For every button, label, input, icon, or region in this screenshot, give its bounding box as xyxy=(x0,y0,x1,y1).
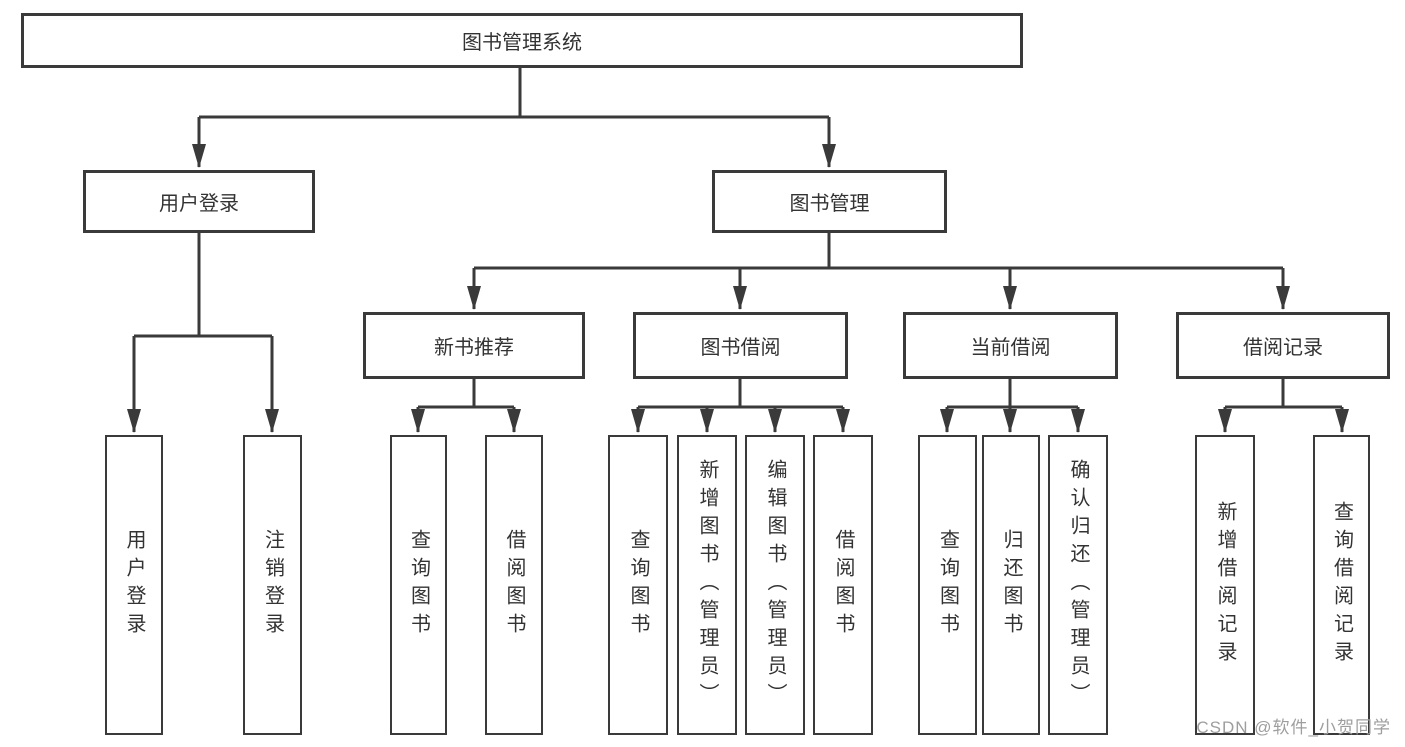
node-leaf-query-books-current: 查询图书 xyxy=(918,435,977,735)
node-leaf-logout-label: 注销登录 xyxy=(261,529,284,641)
node-leaf-add-borrow-record: 新增借阅记录 xyxy=(1195,435,1255,735)
node-leaf-user-login: 用户登录 xyxy=(105,435,163,735)
watermark: CSDN @软件_小贺同学 xyxy=(1196,718,1391,737)
node-leaf-logout: 注销登录 xyxy=(243,435,302,735)
node-leaf-add-books-admin-label: 新增图书（管理员） xyxy=(696,459,718,711)
node-leaf-return-books-label: 归还图书 xyxy=(1000,529,1022,641)
node-leaf-query-borrow-record: 查询借阅记录 xyxy=(1313,435,1370,735)
node-leaf-add-borrow-record-label: 新增借阅记录 xyxy=(1214,501,1236,669)
node-book-management: 图书管理 xyxy=(712,170,947,233)
node-current-borrow: 当前借阅 xyxy=(903,312,1118,379)
node-book-borrow-label: 图书借阅 xyxy=(700,337,781,359)
node-leaf-confirm-return-admin-label: 确认归还（管理员） xyxy=(1067,459,1089,711)
node-borrow-records: 借阅记录 xyxy=(1176,312,1390,379)
node-leaf-borrow-books-recommend: 借阅图书 xyxy=(485,435,543,735)
node-leaf-query-books-current-label: 查询图书 xyxy=(936,529,959,641)
node-leaf-query-books-borrow-label: 查询图书 xyxy=(627,529,649,641)
node-leaf-edit-books-admin-label: 编辑图书（管理员） xyxy=(764,459,786,711)
node-library-system: 图书管理系统 xyxy=(21,13,1023,68)
node-new-book-recommend-label: 新书推荐 xyxy=(434,337,514,359)
node-leaf-query-borrow-record-label: 查询借阅记录 xyxy=(1330,501,1353,669)
node-book-management-label: 图书管理 xyxy=(789,193,870,215)
node-new-book-recommend: 新书推荐 xyxy=(363,312,585,379)
node-user-login: 用户登录 xyxy=(83,170,315,233)
node-leaf-query-books-borrow: 查询图书 xyxy=(608,435,668,735)
node-leaf-borrow-books: 借阅图书 xyxy=(813,435,873,735)
node-user-login-label: 用户登录 xyxy=(159,193,239,215)
node-borrow-records-label: 借阅记录 xyxy=(1243,337,1323,359)
node-book-borrow: 图书借阅 xyxy=(633,312,848,379)
node-leaf-query-books-recommend: 查询图书 xyxy=(390,435,447,735)
node-leaf-borrow-books-label: 借阅图书 xyxy=(832,529,854,641)
node-current-borrow-label: 当前借阅 xyxy=(970,337,1051,359)
node-leaf-edit-books-admin: 编辑图书（管理员） xyxy=(745,435,805,735)
node-leaf-add-books-admin: 新增图书（管理员） xyxy=(677,435,737,735)
node-leaf-return-books: 归还图书 xyxy=(982,435,1040,735)
node-library-system-label: 图书管理系统 xyxy=(462,32,582,54)
node-leaf-confirm-return-admin: 确认归还（管理员） xyxy=(1048,435,1108,735)
node-leaf-user-login-label: 用户登录 xyxy=(123,529,145,641)
node-leaf-borrow-books-recommend-label: 借阅图书 xyxy=(503,529,525,641)
node-leaf-query-books-recommend-label: 查询图书 xyxy=(407,529,430,641)
